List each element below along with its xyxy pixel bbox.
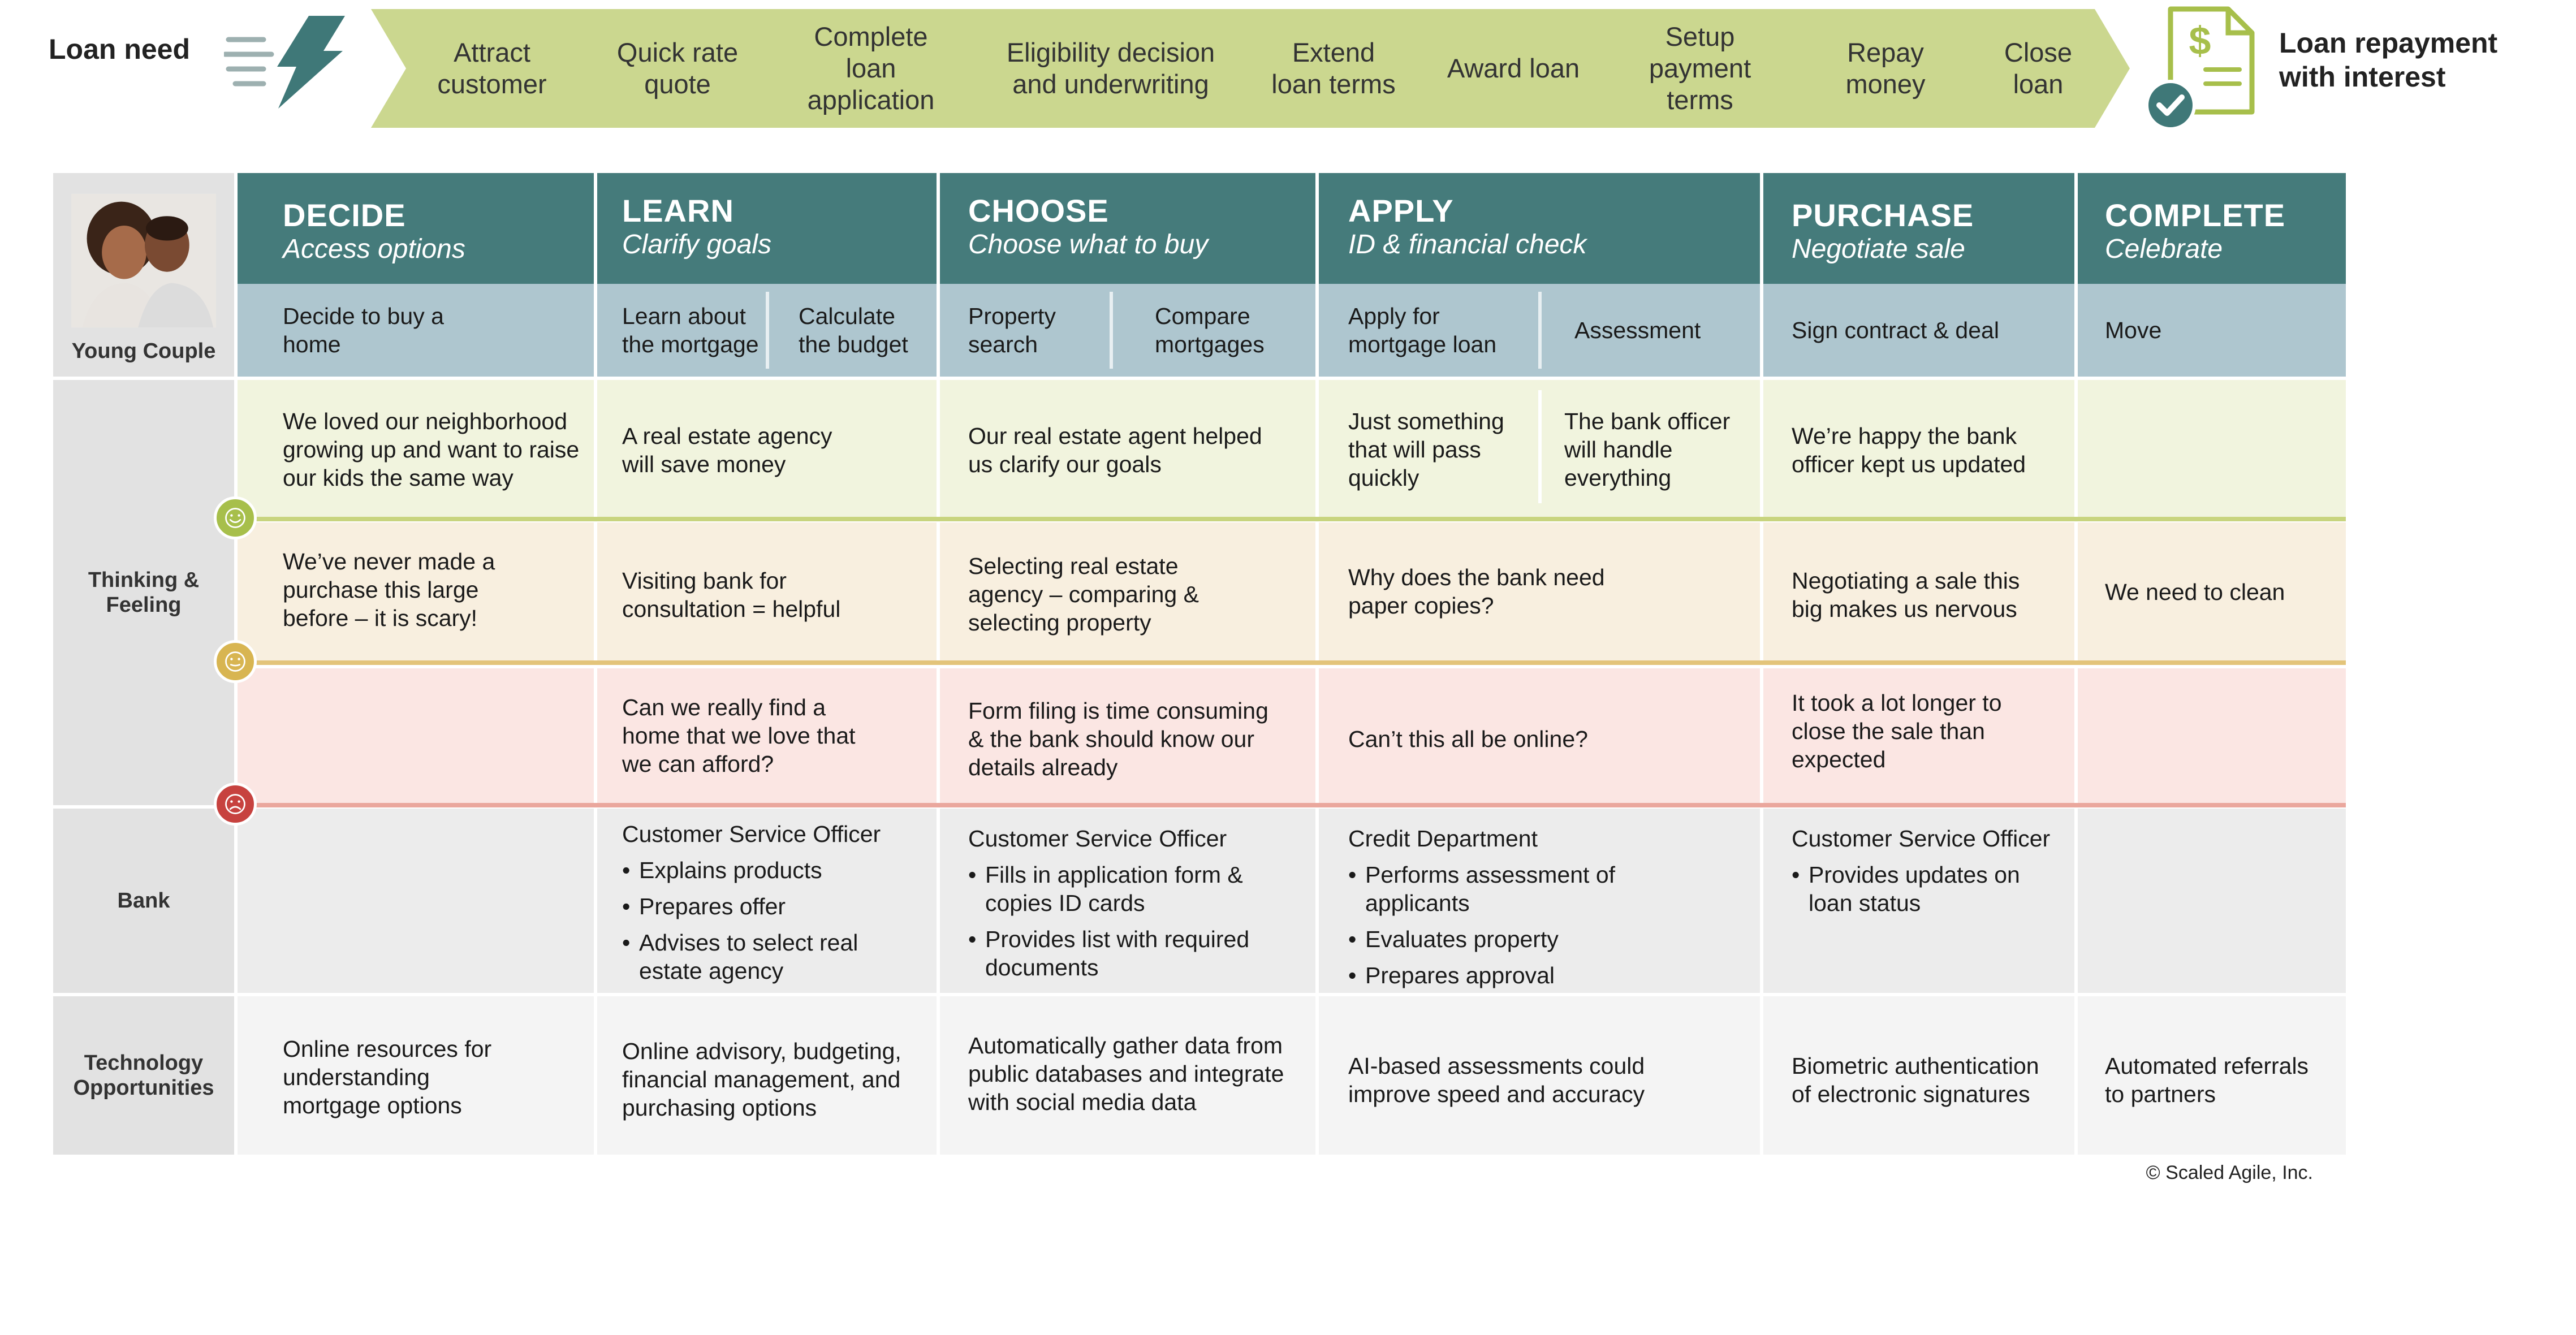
couple-photo [71, 193, 216, 328]
feeling-neutral-purchase: Negotiating a sale this big makes us ner… [1792, 568, 2020, 622]
feeling-neutral-apply: Why does the bank need paper copies? [1348, 564, 1605, 619]
start-label: Loan need [49, 33, 191, 65]
copyright-notice: © Scaled Agile, Inc. [2146, 1162, 2313, 1183]
value-stream-step: Setup payment terms [1581, 9, 1807, 128]
feeling-negative-purchase: It took a lot longer to close the sale t… [1792, 690, 2002, 772]
tech-apply: AI-based assessments could improve speed… [1348, 1053, 1645, 1107]
neutral-face-icon [214, 640, 257, 683]
value-stream-step: Eligibility decision and underwriting [952, 9, 1258, 128]
feeling-positive-apply-2: The bank officer will handle everything [1564, 408, 1731, 491]
step-compare-mortgages: Compare mortgages [1110, 284, 1315, 377]
tech-complete: Automated referrals to partners [2105, 1053, 2309, 1107]
value-stream-step: Award loan [1398, 9, 1617, 128]
feeling-neutral-complete: We need to clean [2105, 579, 2285, 605]
row-label-thinking-feeling: Thinking & Feeling [53, 380, 234, 805]
value-stream-step: Attract customer [371, 9, 602, 128]
bank-purchase: Customer Service Officer Provides update… [1792, 824, 2063, 917]
invoice-dollar-check-icon: $ [2145, 6, 2255, 131]
feeling-negative-apply: Can’t this all be online? [1348, 726, 1588, 752]
feeling-positive-learn: A real estate agency will save money [622, 423, 832, 477]
lightning-icon [224, 16, 345, 109]
sad-face-icon [214, 783, 257, 826]
feeling-neutral-learn: Visiting bank for consultation = helpful [622, 568, 841, 622]
end-label: Loan repayment with interest [2279, 27, 2498, 93]
tech-learn: Online advisory, budgeting, financial ma… [622, 1038, 901, 1121]
step-calculate-budget: Calculate the budget [767, 284, 937, 377]
value-stream-step: Extend loan terms [1222, 9, 1434, 128]
step-property-search: Property search [940, 284, 1110, 377]
smile-face-icon [214, 496, 257, 539]
feeling-positive-apply-1: Just something that will pass quickly [1348, 408, 1504, 491]
bank-choose: Customer Service Officer Fills in applic… [968, 824, 1285, 982]
feeling-neutral-choose: Selecting real estate agency – comparing… [968, 553, 1199, 636]
value-stream-step: Complete loan application [742, 9, 989, 128]
feeling-positive-purchase: We’re happy the bank officer kept us upd… [1792, 423, 2026, 477]
step-apply-mortgage-loan: Apply for mortgage loan [1319, 284, 1539, 377]
feeling-negative-choose: Form filing is time consuming & the bank… [968, 698, 1268, 780]
bank-learn: Customer Service Officer Explains produc… [622, 820, 916, 985]
feeling-positive-decide: We loved our neighborhood growing up and… [283, 408, 580, 491]
step-assessment: Assessment [1539, 284, 1760, 377]
feeling-neutral-decide: We’ve never made a purchase this large b… [283, 548, 495, 631]
value-stream-step: Quick rate quote [566, 9, 778, 128]
tech-purchase: Biometric authentication of electronic s… [1792, 1053, 2039, 1107]
persona-name: Young Couple [71, 339, 216, 363]
step-sign-contract: Sign contract & deal [1763, 284, 2074, 377]
row-label-technology: Technology Opportunities [53, 996, 234, 1155]
step-learn-mortgage: Learn about the mortgage [597, 284, 767, 377]
bank-apply: Credit Department Performs assessment of… [1348, 824, 1665, 990]
step-move: Move [2078, 284, 2346, 377]
feeling-positive-choose: Our real estate agent helped us clarify … [968, 423, 1262, 477]
row-label-bank: Bank [53, 809, 234, 993]
step-decide-to-buy: Decide to buy a home [238, 284, 594, 377]
persona-cell: Young Couple [53, 173, 234, 377]
feeling-negative-learn: Can we really find a home that we love t… [622, 694, 856, 777]
tech-decide: Online resources for understanding mortg… [283, 1036, 492, 1118]
svg-text:$: $ [2189, 19, 2211, 63]
tech-choose: Automatically gather data from public da… [968, 1032, 1284, 1115]
